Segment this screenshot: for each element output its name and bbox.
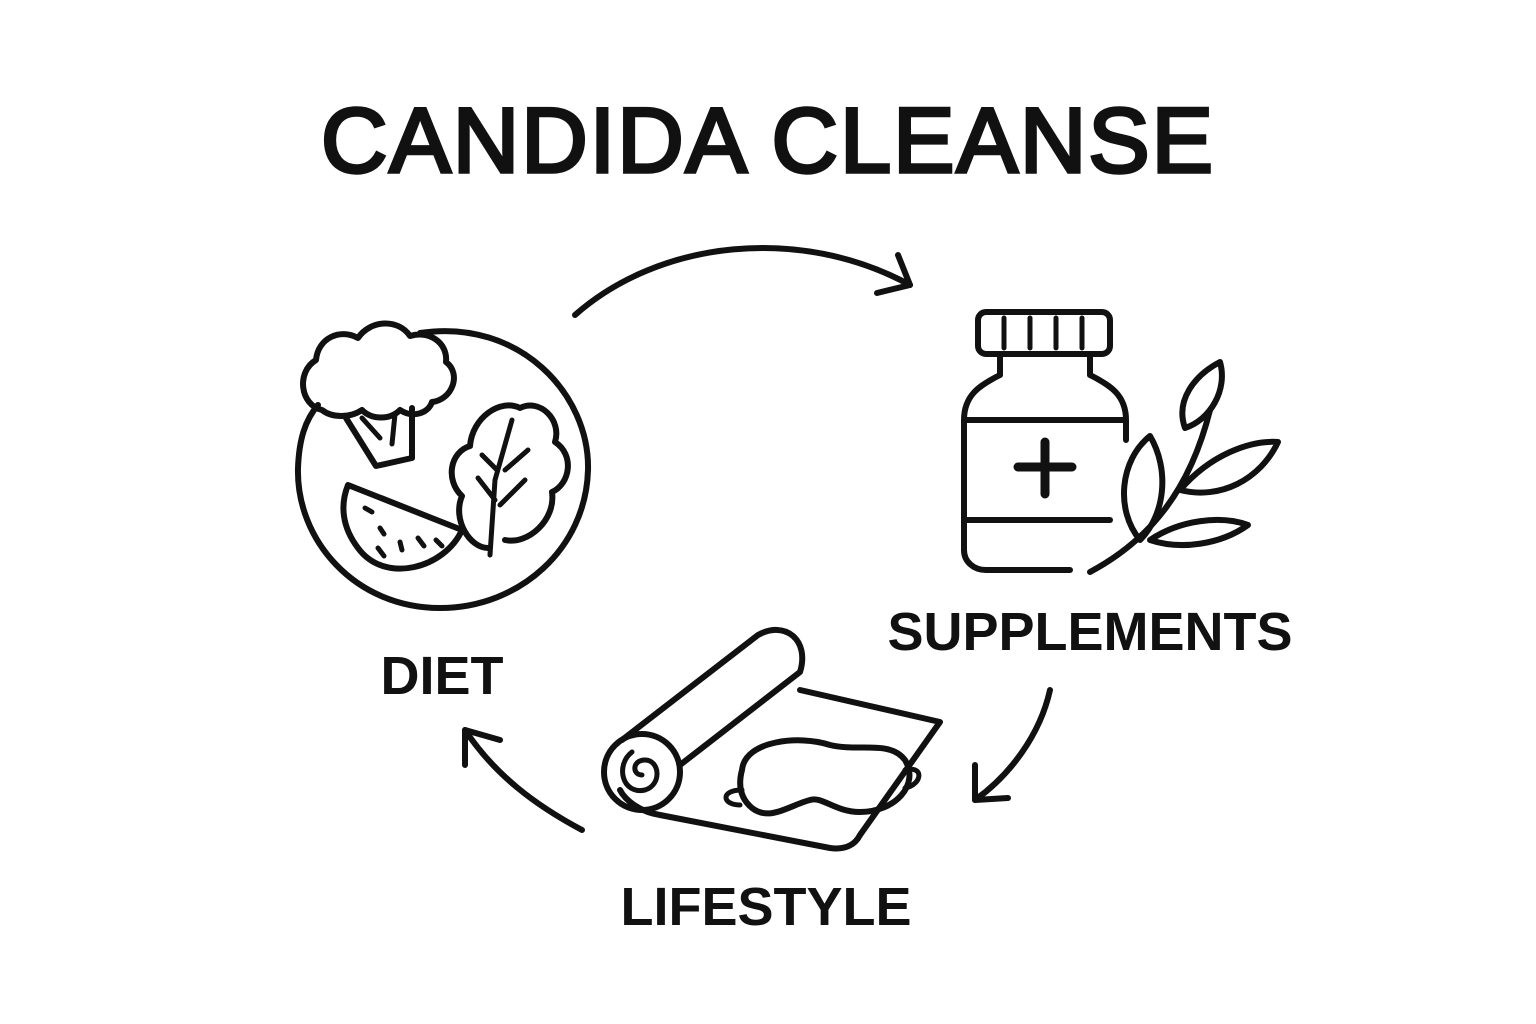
arrow-supplements-to-lifestyle [972, 687, 1053, 803]
diagram-title: CANDIDA CLEANSE [321, 90, 1215, 192]
stage-label-lifestyle: LIFESTYLE [620, 877, 911, 937]
arrow-diet-to-supplements [572, 245, 913, 318]
stage-label-diet: DIET [380, 646, 503, 706]
yoga-mat-sleep-mask-icon [601, 627, 943, 852]
arrow-lifestyle-to-diet [462, 727, 585, 833]
food-plate-icon [294, 320, 592, 611]
supplement-bottle-herb-icon [961, 309, 1281, 575]
stage-label-supplements: SUPPLEMENTS [887, 602, 1292, 662]
